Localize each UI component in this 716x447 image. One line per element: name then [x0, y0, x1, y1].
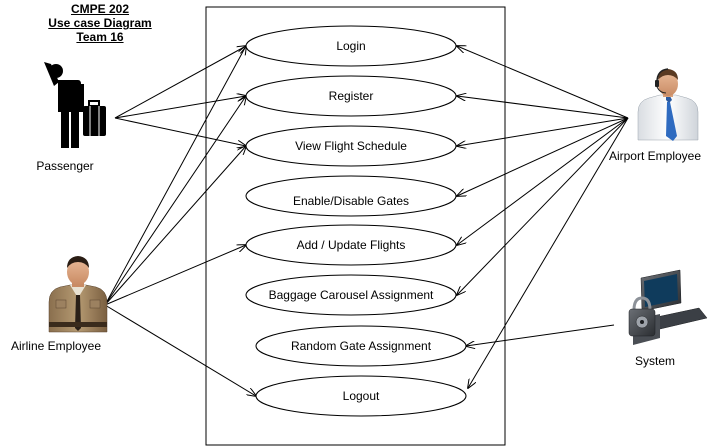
headset-operator-icon: [637, 68, 699, 141]
association-airport-add-update: [457, 117, 629, 245]
use-case-add-update-flights[interactable]: Add / Update Flights: [245, 224, 457, 266]
association-passenger-login: [114, 46, 246, 119]
association-airport-logout: [468, 117, 629, 388]
passenger-label: Passenger: [36, 159, 93, 173]
association-lines: [104, 46, 629, 396]
diagram-title-type: Use case Diagram: [48, 16, 152, 30]
use-case-baggage-carousel-assignment-label: Baggage Carousel Assignment: [269, 288, 434, 302]
association-airline-register: [104, 96, 246, 306]
association-airport-enable-gates: [457, 117, 629, 196]
system-actor[interactable]: System: [628, 269, 708, 368]
airline-employee-label: Airline Employee: [11, 339, 101, 353]
airport-employee-actor[interactable]: Airport Employee: [609, 68, 701, 163]
use-case-enable-disable-gates-label: Enable/Disable Gates: [293, 194, 409, 208]
security-guard-icon: [48, 256, 108, 333]
association-airline-logout: [104, 304, 256, 396]
passenger-actor[interactable]: Passenger: [36, 62, 106, 173]
association-airport-view-schedule: [457, 117, 629, 146]
association-airport-baggage: [457, 117, 629, 295]
association-airport-register: [457, 96, 629, 119]
passenger-icon: [44, 62, 106, 148]
use-case-register-label: Register: [329, 89, 374, 103]
diagram-title-team: Team 16: [76, 30, 124, 44]
association-airline-login: [104, 46, 246, 306]
airport-employee-label: Airport Employee: [609, 149, 701, 163]
use-case-logout-label: Logout: [343, 389, 380, 403]
association-passenger-view-schedule: [114, 117, 246, 146]
use-case-baggage-carousel-assignment[interactable]: Baggage Carousel Assignment: [245, 274, 457, 316]
use-case-login[interactable]: Login: [245, 25, 457, 67]
association-passenger-register: [114, 96, 246, 119]
use-case-view-flight-schedule-label: View Flight Schedule: [295, 139, 407, 153]
use-case-view-flight-schedule[interactable]: View Flight Schedule: [245, 125, 457, 167]
locked-computer-icon: [628, 269, 708, 345]
use-case-random-gate-assignment-label: Random Gate Assignment: [291, 339, 432, 353]
use-case-enable-disable-gates[interactable]: Enable/Disable Gates: [245, 175, 457, 217]
association-airline-add-update: [104, 245, 246, 306]
use-case-random-gate-assignment[interactable]: Random Gate Assignment: [255, 325, 467, 367]
association-airline-view-schedule: [104, 146, 246, 306]
use-case-login-label: Login: [336, 39, 365, 53]
system-label: System: [635, 354, 675, 368]
use-case-add-update-flights-label: Add / Update Flights: [297, 238, 406, 252]
use-case-register[interactable]: Register: [245, 75, 457, 117]
association-system-random-gate: [466, 324, 615, 346]
use-case-logout[interactable]: Logout: [255, 375, 467, 417]
airline-employee-actor[interactable]: Airline Employee: [11, 256, 108, 353]
system-boundary: [205, 6, 506, 446]
diagram-title-course: CMPE 202: [70, 2, 130, 16]
association-airport-login: [457, 46, 629, 119]
